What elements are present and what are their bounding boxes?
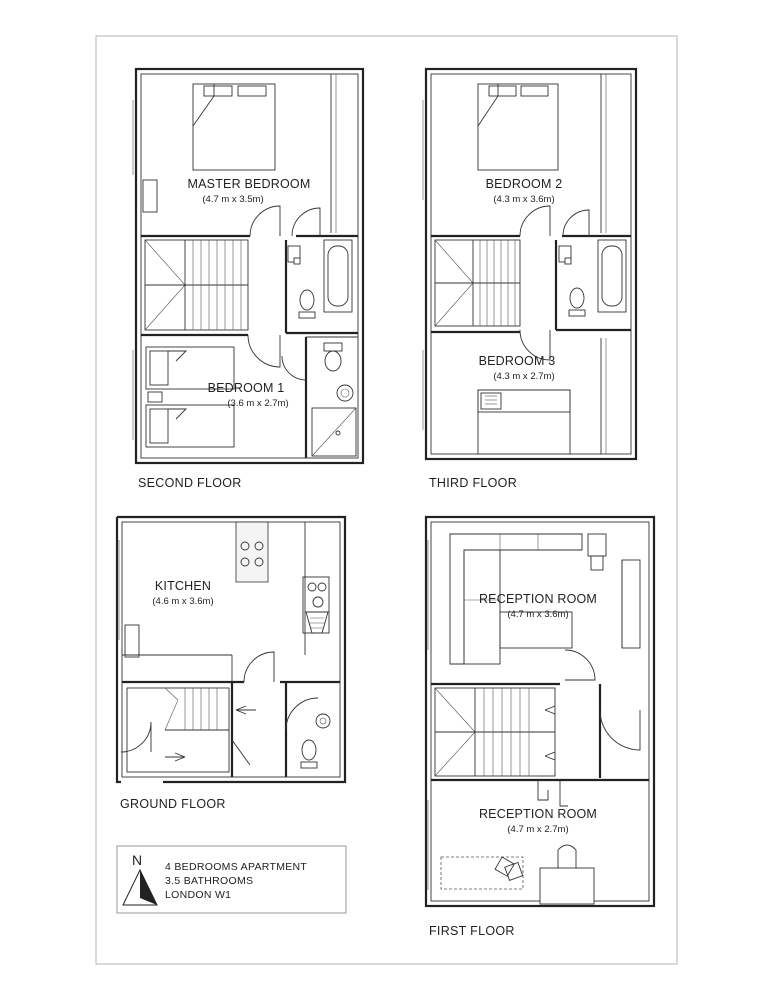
reception-lower-furniture xyxy=(440,844,595,905)
first-floor-stairs xyxy=(434,687,556,777)
ground-floor-outline xyxy=(115,515,347,784)
bedroom-3-dims: (4.3 m x 2.7m) xyxy=(493,371,554,382)
kitchen-counters xyxy=(124,521,330,658)
kitchen-label: KITCHEN xyxy=(155,579,211,593)
ground-floor-title: GROUND FLOOR xyxy=(120,797,226,811)
second-floor-bathroom xyxy=(286,239,358,335)
first-floor-plan: RECEPTION ROOM (4.7 m x 3.6m) RECEPTION … xyxy=(424,515,656,938)
front-door xyxy=(120,721,152,753)
north-label: N xyxy=(132,852,142,868)
master-bedroom-door xyxy=(249,205,281,237)
bedroom-2-dims: (4.3 m x 3.6m) xyxy=(493,194,554,205)
kitchen-door xyxy=(243,651,275,683)
ground-wc xyxy=(300,713,331,769)
first-floor-glass-door xyxy=(537,780,568,807)
bedroom-1-beds xyxy=(145,346,235,448)
reception-sofa xyxy=(449,533,607,665)
third-floor-outline xyxy=(424,67,638,461)
second-floor-shower-room xyxy=(281,336,358,458)
ground-wc-door xyxy=(285,697,319,731)
master-bedroom-cabinet xyxy=(142,179,158,213)
ground-floor-plan: KITCHEN (4.6 m x 3.6m) GROUND FLOOR xyxy=(115,515,347,811)
reception-room-upper-dims: (4.7 m x 3.6m) xyxy=(507,609,568,620)
third-floor-title: THIRD FLOOR xyxy=(429,476,517,490)
master-bedroom-label: MASTER BEDROOM xyxy=(188,177,311,191)
third-floor-bathroom xyxy=(556,239,631,332)
sheet-frame xyxy=(95,35,678,965)
second-floor-title: SECOND FLOOR xyxy=(138,476,242,490)
bedroom-3-bed xyxy=(477,389,571,455)
first-floor-outline xyxy=(424,515,656,908)
reception-room-lower-label: RECEPTION ROOM xyxy=(479,807,597,821)
third-floor-stairs xyxy=(434,239,521,327)
legend-line-3: LONDON W1 xyxy=(165,889,231,901)
reception-room-lower-dims: (4.7 m x 2.7m) xyxy=(507,824,568,835)
ground-floor-stairs xyxy=(126,687,256,773)
bedroom-2-door xyxy=(519,205,551,237)
master-bedroom-dims: (4.7 m x 3.5m) xyxy=(202,194,263,205)
bedroom-1-label: BEDROOM 1 xyxy=(208,381,285,395)
first-floor-title: FIRST FLOOR xyxy=(429,924,515,938)
legend-box: N 4 BEDROOMS APARTMENT 3.5 BATHROOMS LON… xyxy=(116,845,347,914)
bedroom-3-label: BEDROOM 3 xyxy=(479,354,556,368)
legend-line-1: 4 BEDROOMS APARTMENT xyxy=(165,861,307,873)
reception-room-upper-label: RECEPTION ROOM xyxy=(479,592,597,606)
third-floor-plan: BEDROOM 2 (4.3 m x 3.6m) BEDROOM 3 (4.3 … xyxy=(422,67,638,490)
bedroom-3-door xyxy=(519,329,551,361)
kitchen-dims: (4.6 m x 3.6m) xyxy=(152,596,213,607)
second-floor-plan: MASTER BEDROOM (4.7 m x 3.5m) BEDROOM 1 … xyxy=(132,67,365,490)
bedroom-2-bed xyxy=(477,83,559,171)
first-floor-door xyxy=(599,709,641,751)
legend-line-2: 3.5 BATHROOMS xyxy=(165,875,253,887)
bedroom-1-dims: (3.6 m x 2.7m) xyxy=(227,398,288,409)
bedroom-2-label: BEDROOM 2 xyxy=(486,177,563,191)
master-bed xyxy=(192,83,276,171)
second-floor-stairs xyxy=(144,239,249,331)
second-floor-outline xyxy=(134,67,365,465)
bedroom-1-door xyxy=(247,334,281,368)
